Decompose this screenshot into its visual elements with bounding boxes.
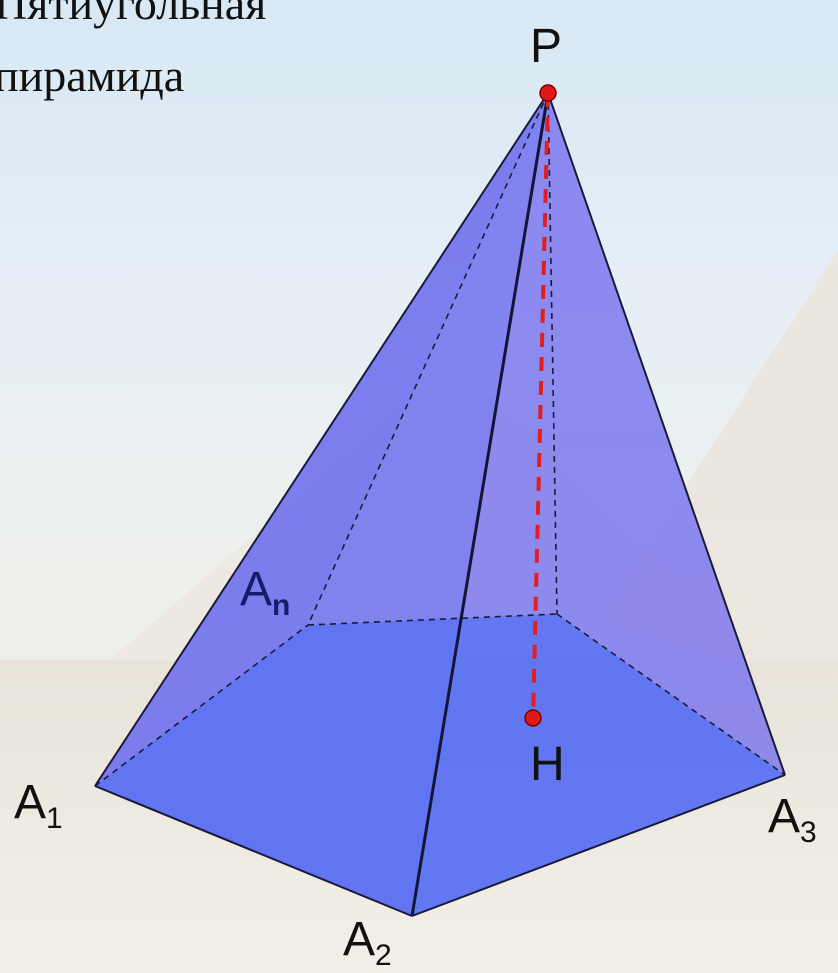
title-line-2: пирамида (0, 50, 185, 101)
label-a1-sub: 1 (46, 802, 63, 835)
edge-p-a1 (94, 92, 549, 787)
label-an: An (240, 563, 290, 622)
label-h: H (530, 738, 565, 791)
point-h (524, 709, 542, 727)
edge-p-a4 (547, 92, 558, 615)
label-a2-letter: A (343, 913, 375, 966)
label-a1-letter: A (14, 776, 46, 829)
edge-p-a3 (547, 92, 786, 776)
face-front-left (95, 93, 548, 916)
label-a2: A2 (343, 913, 392, 972)
label-a3-sub: 3 (800, 816, 817, 849)
point-p (539, 84, 557, 102)
label-p: P (530, 20, 562, 73)
label-an-sub: n (272, 589, 290, 622)
label-a3-letter: A (768, 790, 800, 843)
face-front-right (412, 93, 785, 916)
height-line (531, 92, 550, 719)
edge-a1-a2 (94, 785, 413, 917)
label-a2-sub: 2 (375, 939, 392, 972)
label-a3: A3 (768, 790, 817, 849)
edge-p-a2 (410, 92, 550, 917)
edge-a1-an (94, 624, 309, 787)
edge-a4-a3 (556, 613, 786, 776)
title-line-1: Пятиугольная (0, 0, 267, 29)
label-an-letter: A (240, 563, 272, 616)
edge-an-a4 (307, 613, 558, 626)
edge-p-an (307, 92, 549, 626)
edge-a2-a3 (411, 774, 786, 917)
label-a1: A1 (14, 776, 63, 835)
diagram-title: Пятиугольная пирамида (0, 0, 266, 112)
